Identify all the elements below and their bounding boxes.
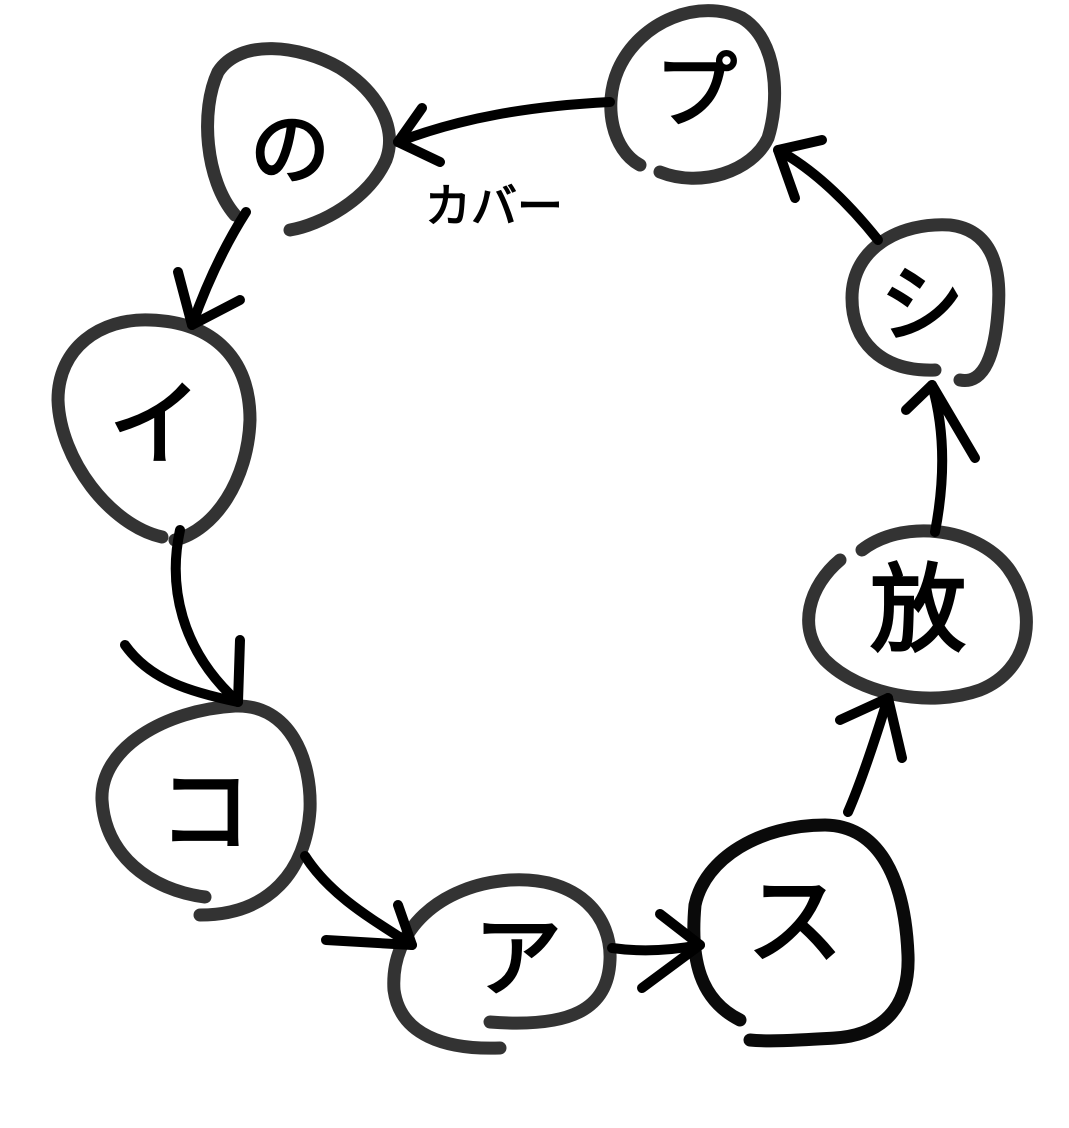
- node-circle-n3: [802, 524, 1033, 705]
- edge-n4-n5: [773, 145, 883, 245]
- node-circle-n2: [687, 818, 915, 1048]
- edge-n8-n1: [300, 851, 417, 950]
- node-circle-n4: [845, 218, 1006, 387]
- node-label-n3: 放: [870, 554, 966, 666]
- node-label-n6: の: [250, 104, 330, 197]
- arrow-head-n5-n6: [393, 103, 445, 167]
- node-circle-n7: [51, 313, 257, 547]
- node-labels: プ の シ イ 放 コ ア ス: [109, 45, 966, 1010]
- arrow-head-n8-n1: [321, 900, 417, 950]
- edge-n5-n6: [393, 97, 615, 147]
- arrow-head-n7-n8: [120, 635, 245, 707]
- edge-n7-n8: [170, 525, 243, 707]
- node-label-n2: ス: [747, 866, 843, 978]
- edge-label-n5-n6: カバー: [425, 179, 563, 233]
- node-circle-n6: [201, 42, 396, 237]
- arrow-head-n6-n7: [173, 267, 245, 330]
- arrow-head-n2-n3: [835, 693, 907, 763]
- edges: [120, 97, 980, 993]
- edge-n6-n7: [187, 207, 251, 330]
- arrow-head-n1-n2: [637, 909, 705, 993]
- node-circle-n1: [387, 873, 617, 1055]
- node-label-n5: プ: [655, 45, 737, 140]
- node-circles: [51, 4, 1033, 1055]
- edge-labels: カバー: [425, 179, 563, 233]
- node-label-n8: コ: [159, 759, 251, 866]
- arrow-head-n4-n5: [773, 135, 827, 203]
- edge-n2-n3: [843, 693, 893, 817]
- node-label-n7: イ: [109, 372, 201, 479]
- node-label-n4: シ: [880, 256, 964, 354]
- arrow-head-n3-n4: [901, 380, 980, 463]
- node-label-n1: ア: [474, 907, 562, 1010]
- node-circle-n5: [604, 4, 782, 185]
